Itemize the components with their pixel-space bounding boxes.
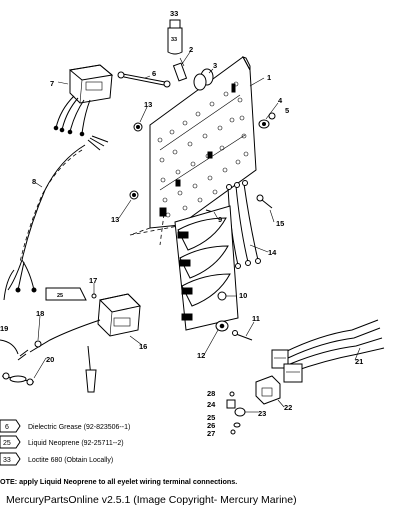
bushing bbox=[193, 68, 214, 91]
washer bbox=[258, 119, 270, 129]
callout-15: 15 bbox=[276, 219, 284, 228]
callout-4: 4 bbox=[278, 96, 283, 105]
callout-1: 1 bbox=[267, 73, 271, 82]
callout-13-lower: 13 bbox=[111, 215, 119, 224]
legend-code-33: 33 bbox=[3, 457, 11, 464]
assembly-guide bbox=[129, 225, 179, 236]
note-text: OTE: apply Liquid Neoprene to all eyelet… bbox=[0, 477, 237, 486]
legend-text-loctite: Loctite 680 (Obtain Locally) bbox=[28, 457, 113, 464]
ground-cable bbox=[117, 71, 171, 88]
callout-8: 8 bbox=[32, 177, 36, 186]
grease-tube-icon: 25 bbox=[45, 287, 97, 301]
leader-lines bbox=[33, 51, 361, 413]
callout-20: 20 bbox=[46, 355, 54, 364]
stator-icon bbox=[97, 293, 142, 337]
callout-7: 7 bbox=[50, 79, 54, 88]
harness-icon bbox=[3, 135, 109, 301]
callout-21: 21 bbox=[355, 357, 363, 366]
legend: 6 Dielectric Grease (92-823506--1) 25 Li… bbox=[0, 419, 130, 466]
callout-14: 14 bbox=[268, 248, 277, 257]
callout-10: 10 bbox=[239, 291, 247, 300]
callout-23: 23 bbox=[258, 409, 266, 418]
callout-18: 18 bbox=[36, 309, 44, 318]
callout-2: 2 bbox=[189, 45, 193, 54]
legend-text-neoprene: Liquid Neoprene (92-25711--2) bbox=[28, 440, 124, 447]
legend-row-loctite: 33 Loctite 680 (Obtain Locally) bbox=[0, 452, 113, 466]
legend-row-neoprene: 25 Liquid Neoprene (92-25711--2) bbox=[0, 435, 124, 449]
callout-3: 3 bbox=[213, 61, 217, 70]
rectifier-icon bbox=[53, 64, 114, 137]
callout-11: 11 bbox=[252, 314, 260, 323]
washer-12 bbox=[215, 320, 229, 332]
callout-5: 5 bbox=[285, 106, 289, 115]
right-harness bbox=[271, 319, 385, 383]
screw bbox=[268, 112, 276, 120]
sensor-cable bbox=[0, 319, 101, 393]
callout-17: 17 bbox=[89, 276, 97, 285]
small-parts bbox=[226, 391, 246, 435]
nut-lower bbox=[129, 190, 139, 200]
callout-9: 9 bbox=[218, 215, 222, 224]
callout-22: 22 bbox=[284, 403, 292, 412]
tube-33-label: 33 bbox=[171, 37, 177, 43]
connector-block bbox=[255, 375, 281, 405]
callout-13-upper: 13 bbox=[144, 100, 152, 109]
callout-6: 6 bbox=[152, 69, 156, 78]
callout-19: 19 bbox=[0, 324, 8, 333]
callout-27: 27 bbox=[207, 429, 215, 438]
callout-28: 28 bbox=[207, 389, 215, 398]
legend-code-25: 25 bbox=[3, 440, 11, 447]
screw-11 bbox=[232, 330, 253, 341]
assembly-guide-2 bbox=[159, 213, 165, 246]
callout-33: 33 bbox=[170, 9, 178, 18]
legend-row-grease: 6 Dielectric Grease (92-823506--1) bbox=[0, 419, 130, 433]
coil-pack-icon bbox=[174, 205, 239, 331]
callout-16: 16 bbox=[139, 342, 147, 351]
callout-numbers: 1 2 3 4 5 6 7 8 9 10 11 12 13 13 14 15 1… bbox=[0, 9, 363, 438]
copyright-footer: MercuryPartsOnline v2.5.1 (Image Copyrig… bbox=[6, 494, 297, 506]
tube-25-label: 25 bbox=[57, 293, 63, 299]
tube-icon: 33 bbox=[167, 19, 183, 55]
callout-24: 24 bbox=[207, 400, 216, 409]
nut-upper bbox=[133, 122, 143, 132]
legend-code-6: 6 bbox=[5, 424, 9, 431]
callout-26: 26 bbox=[207, 421, 215, 430]
callout-12: 12 bbox=[197, 351, 205, 360]
callout-25: 25 bbox=[207, 413, 215, 422]
stud-fastener bbox=[172, 57, 188, 82]
legend-text-grease: Dielectric Grease (92-823506--1) bbox=[28, 424, 130, 431]
bolt bbox=[256, 194, 273, 209]
